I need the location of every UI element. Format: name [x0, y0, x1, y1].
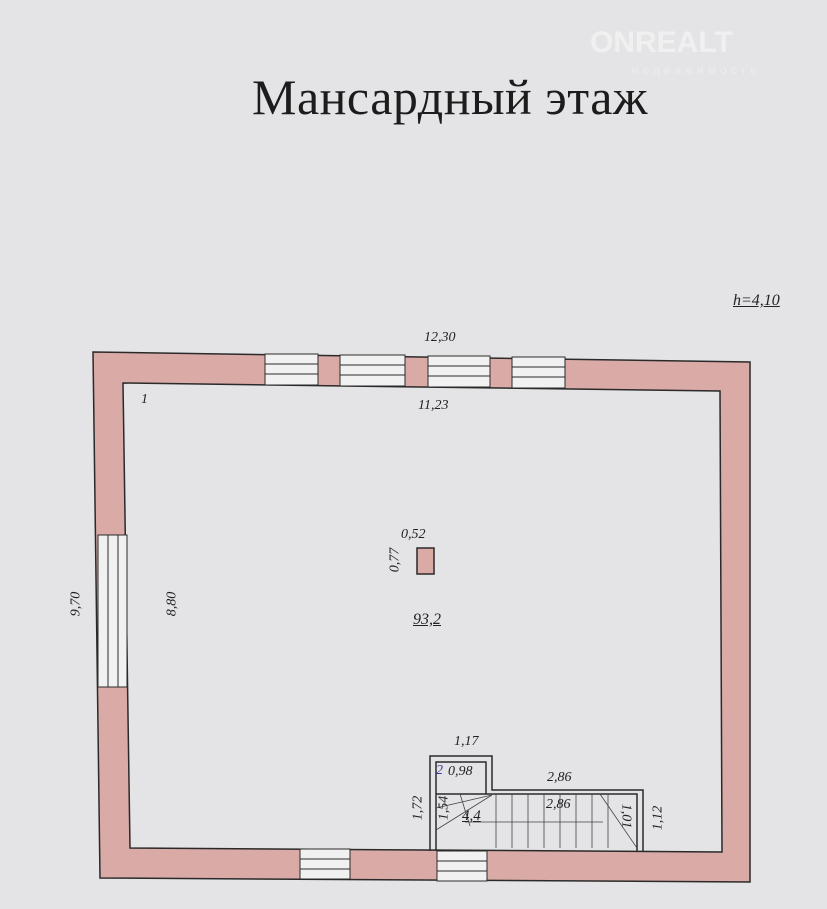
bottom-windows [299, 848, 488, 882]
room-1-area: 93,2 [413, 611, 441, 628]
stair-length-inner-dim: 2,86 [546, 797, 571, 812]
stair-right-outer-dim: 1,12 [650, 805, 666, 831]
stair-top-outer-dim: 1,17 [454, 734, 479, 749]
stair-enclosure [429, 755, 644, 851]
ceiling-height-label: h=4,10 [733, 292, 780, 309]
column [416, 547, 435, 575]
page-title: Мансардный этаж [252, 69, 648, 125]
column-width-dim: 0,52 [401, 527, 426, 542]
outer-width-dim: 12,30 [424, 330, 456, 345]
column-depth-dim: 0,77 [387, 547, 403, 573]
stair-top-inner-dim: 0,98 [448, 764, 473, 779]
stair-left-outer-dim: 1,72 [410, 795, 426, 821]
stair-length-outer-dim: 2,86 [547, 770, 572, 785]
stair-right-inner-dim: 1,01 [618, 803, 634, 829]
stair-steps [435, 793, 638, 849]
room-2-area: 4,4 [462, 808, 481, 824]
room-1-number: 1 [141, 392, 148, 407]
watermark-subtitle: недвижимость [632, 63, 761, 77]
inner-width-dim: 11,23 [418, 398, 449, 413]
room-2-number: 2 [436, 763, 443, 778]
outer-height-dim: 9,70 [68, 591, 84, 617]
top-windows [264, 353, 566, 389]
stair-left-inner-dim: 1,54 [436, 795, 452, 821]
left-window [97, 534, 128, 688]
watermark-logo: ONREALT [590, 26, 733, 59]
inner-height-dim: 8,80 [164, 591, 180, 617]
